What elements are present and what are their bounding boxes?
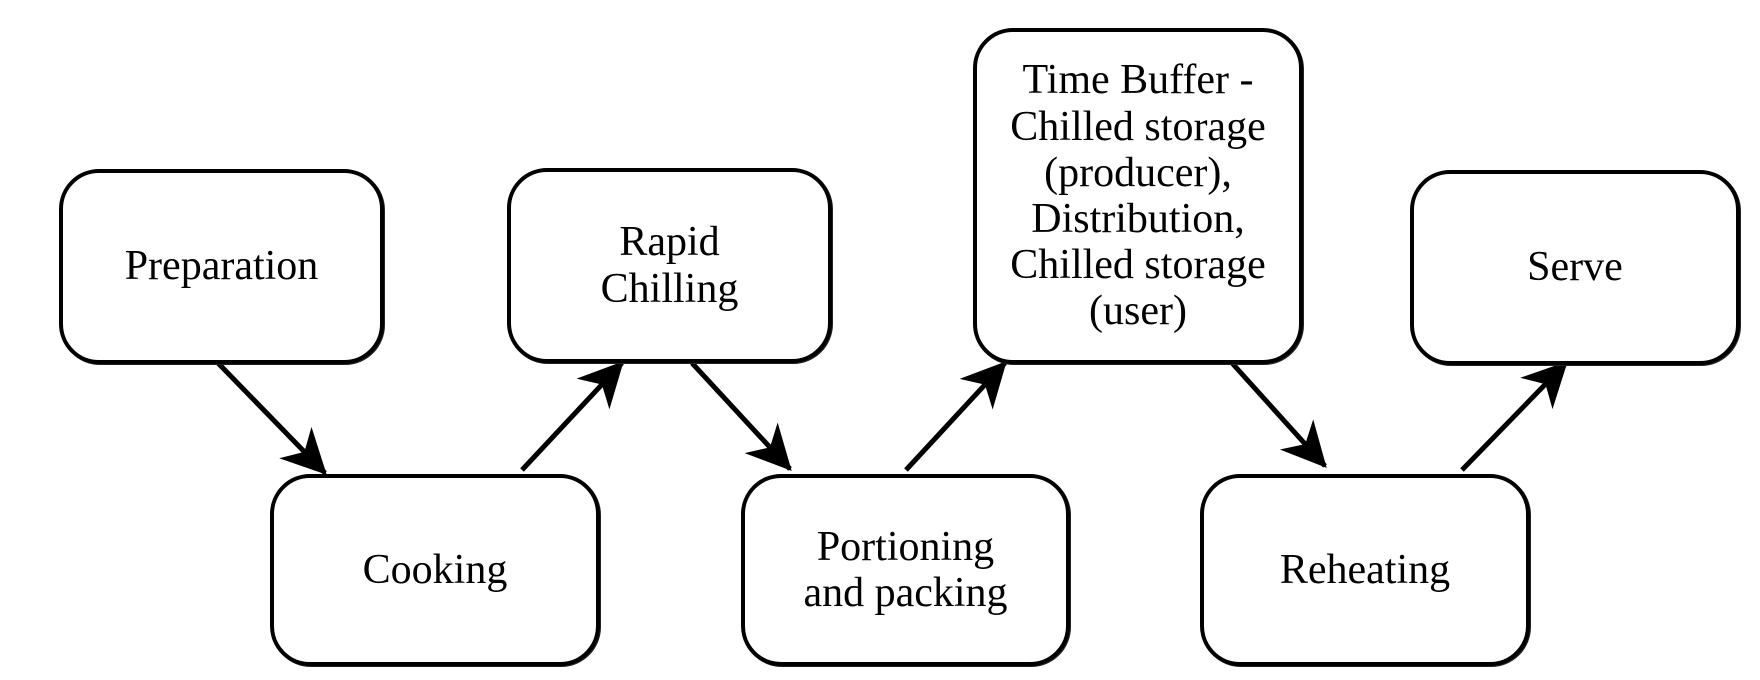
step-preparation-label: Preparation: [124, 243, 319, 290]
arrow-preparation-to-cooking: [216, 361, 327, 475]
arrow-time-buffer-to-reheating: [1230, 361, 1327, 468]
step-portioning-label: Portioning and packing: [803, 523, 1008, 616]
step-rapid-chilling-label: Rapid Chilling: [600, 219, 739, 312]
step-serve: Serve: [1410, 170, 1740, 365]
step-cooking: Cooking: [270, 474, 600, 666]
arrow-portioning-to-time-buffer: [904, 361, 1007, 472]
arrow-rapid-chilling-to-portioning: [690, 361, 792, 471]
step-reheating: Reheating: [1200, 474, 1530, 666]
step-reheating-label: Reheating: [1279, 546, 1451, 593]
step-portioning-and-packing: Portioning and packing: [741, 474, 1070, 666]
step-time-buffer-label: Time Buffer - Chilled storage (producer)…: [1010, 57, 1266, 335]
arrow-cooking-to-rapid-chilling: [520, 361, 624, 472]
step-preparation: Preparation: [59, 169, 384, 364]
step-serve-label: Serve: [1527, 244, 1623, 291]
step-cooking-label: Cooking: [362, 546, 508, 593]
arrow-reheating-to-serve: [1460, 361, 1568, 472]
step-time-buffer: Time Buffer - Chilled storage (producer)…: [973, 28, 1303, 364]
step-rapid-chilling: Rapid Chilling: [507, 168, 832, 363]
